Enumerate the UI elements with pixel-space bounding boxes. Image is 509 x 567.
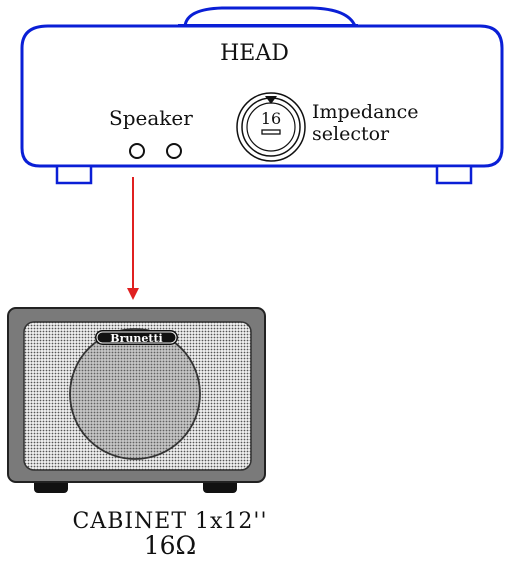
knob-pointer-icon bbox=[265, 96, 277, 104]
head-foot-right bbox=[435, 164, 473, 185]
brand-logo: Brunetti bbox=[110, 332, 162, 345]
cabinet-impedance-label: 16Ω bbox=[143, 531, 197, 560]
arrow-down-icon bbox=[127, 288, 139, 300]
impedance-label-line1: Impedance bbox=[312, 101, 419, 123]
speaker-jack-1[interactable] bbox=[129, 143, 145, 159]
head-title: HEAD bbox=[220, 41, 289, 66]
speaker-cable bbox=[127, 177, 139, 300]
speaker-jack-2[interactable] bbox=[166, 143, 182, 159]
impedance-label-line2: selector bbox=[312, 123, 390, 145]
knob-marker bbox=[261, 129, 281, 135]
head-foot-left bbox=[55, 164, 93, 185]
speaker-cone bbox=[69, 328, 201, 460]
speaker-label: Speaker bbox=[109, 106, 193, 130]
cabinet-label: CABINET 1x12'' bbox=[72, 509, 268, 534]
impedance-selector-knob[interactable]: 16 bbox=[236, 92, 306, 162]
brand-badge bbox=[95, 330, 178, 345]
head-handle bbox=[183, 6, 357, 27]
speaker-cabinet: Brunetti bbox=[7, 307, 266, 493]
amp-head: 16 bbox=[20, 6, 504, 185]
impedance-value: 16 bbox=[261, 109, 281, 128]
